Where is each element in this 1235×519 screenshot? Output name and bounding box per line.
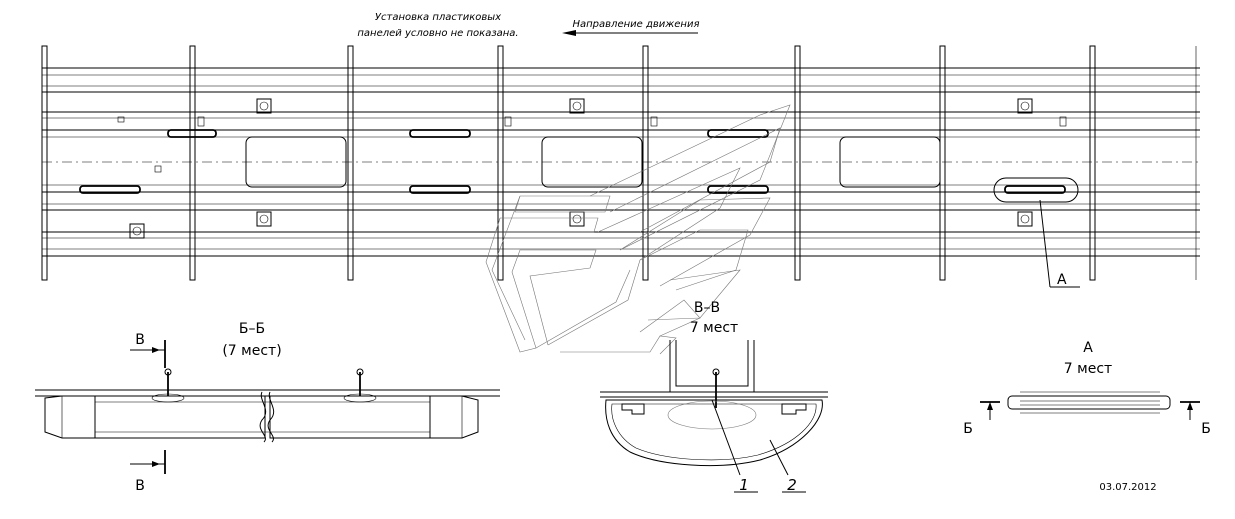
section-bb: Б–Б (7 мест) В В [35,321,500,494]
handrails-bottom [79,177,1079,203]
section-vv-count: 7 мест [690,320,738,336]
direction-note: Направление движения [562,19,700,36]
plan-view: А [41,45,1200,355]
cut-b-right-label: Б [1201,421,1211,437]
view-a-title: А [1083,340,1093,356]
install-note-line1: Установка пластиковых [375,12,501,23]
horizontal-rails [42,67,1200,257]
section-vv-title: В–В [694,300,720,316]
install-note: Установка пластиковых панелей условно не… [357,12,518,39]
direction-arrow-icon [562,30,576,36]
direction-label: Направление движения [573,19,700,30]
section-bb-title: Б–Б [239,321,265,337]
view-a-highlight [993,177,1079,203]
cut-b-left-label: Б [963,421,973,437]
view-a-marker: А [1057,272,1067,288]
cut-v-top-label: В [135,332,145,348]
window-openings [245,136,941,188]
install-note-line2: панелей условно не показана. [357,28,518,39]
cut-v-bottom-label: В [135,478,145,494]
vertical-frames [41,45,1197,281]
seat-outlines [485,104,791,355]
view-a-count: 7 мест [1064,361,1112,377]
section-vv: В–В 7 мест 1 2 [600,300,828,494]
part-number-2: 2 [787,476,797,494]
part-number-1: 1 [739,476,749,494]
callout-a: А [1039,199,1080,288]
date-stamp: 03.07.2012 [1099,482,1156,493]
handrails-top [167,129,769,138]
view-a: А 7 мест Б Б [963,340,1211,437]
section-bb-count: (7 мест) [222,343,281,359]
fittings [117,98,1067,239]
